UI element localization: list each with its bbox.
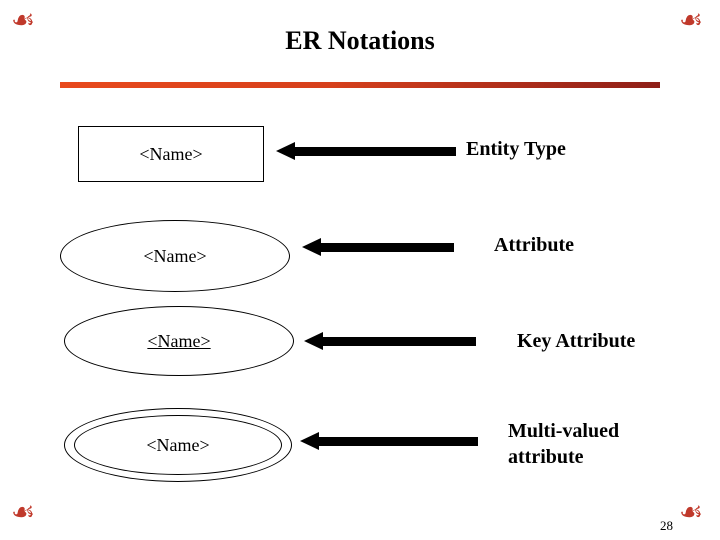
entity-type-shape-label: <Name>: [139, 143, 203, 164]
attribute-arrow-icon: [302, 238, 454, 256]
slide-title: ER Notations: [285, 26, 435, 55]
multivalued-attribute-label-line2: attribute: [508, 446, 584, 468]
multivalued-attribute-outer-ellipse: [64, 408, 292, 482]
multivalued-attribute-label: Multi-valued attribute: [508, 418, 708, 470]
key-attribute-arrow-icon: [304, 332, 476, 350]
multivalued-attribute-label-line1: Multi-valued: [508, 420, 620, 442]
key-attribute-label: Key Attribute: [517, 330, 636, 352]
multivalued-attribute-arrow-icon: [300, 432, 478, 450]
entity-type-rectangle: <Name>: [78, 126, 264, 182]
arrow-shaft: [294, 147, 456, 156]
key-attribute-ellipse: <Name>: [64, 306, 294, 376]
corner-decoration-icon: ☙: [678, 5, 704, 36]
arrow-shaft: [322, 337, 476, 346]
arrow-shaft: [320, 243, 454, 252]
corner-decoration-icon: ☙: [678, 497, 704, 528]
arrow-head-icon: [300, 432, 319, 450]
arrow-head-icon: [302, 238, 321, 256]
arrow-head-icon: [276, 142, 295, 160]
entity-type-label: Entity Type: [466, 138, 566, 160]
arrow-head-icon: [304, 332, 323, 350]
multivalued-attribute-inner-ellipse: <Name>: [74, 415, 282, 475]
entity-type-arrow-icon: [276, 142, 456, 160]
arrow-shaft: [318, 437, 478, 446]
corner-decoration-icon: ☙: [10, 5, 36, 36]
attribute-ellipse: <Name>: [60, 220, 290, 292]
key-attribute-shape-label: <Name>: [147, 330, 211, 351]
attribute-label: Attribute: [494, 234, 574, 256]
attribute-shape-label: <Name>: [143, 245, 207, 266]
multivalued-attribute-shape-label: <Name>: [146, 434, 210, 455]
corner-decoration-icon: ☙: [10, 497, 36, 528]
page-number: 28: [660, 518, 673, 533]
title-divider: [60, 82, 660, 88]
